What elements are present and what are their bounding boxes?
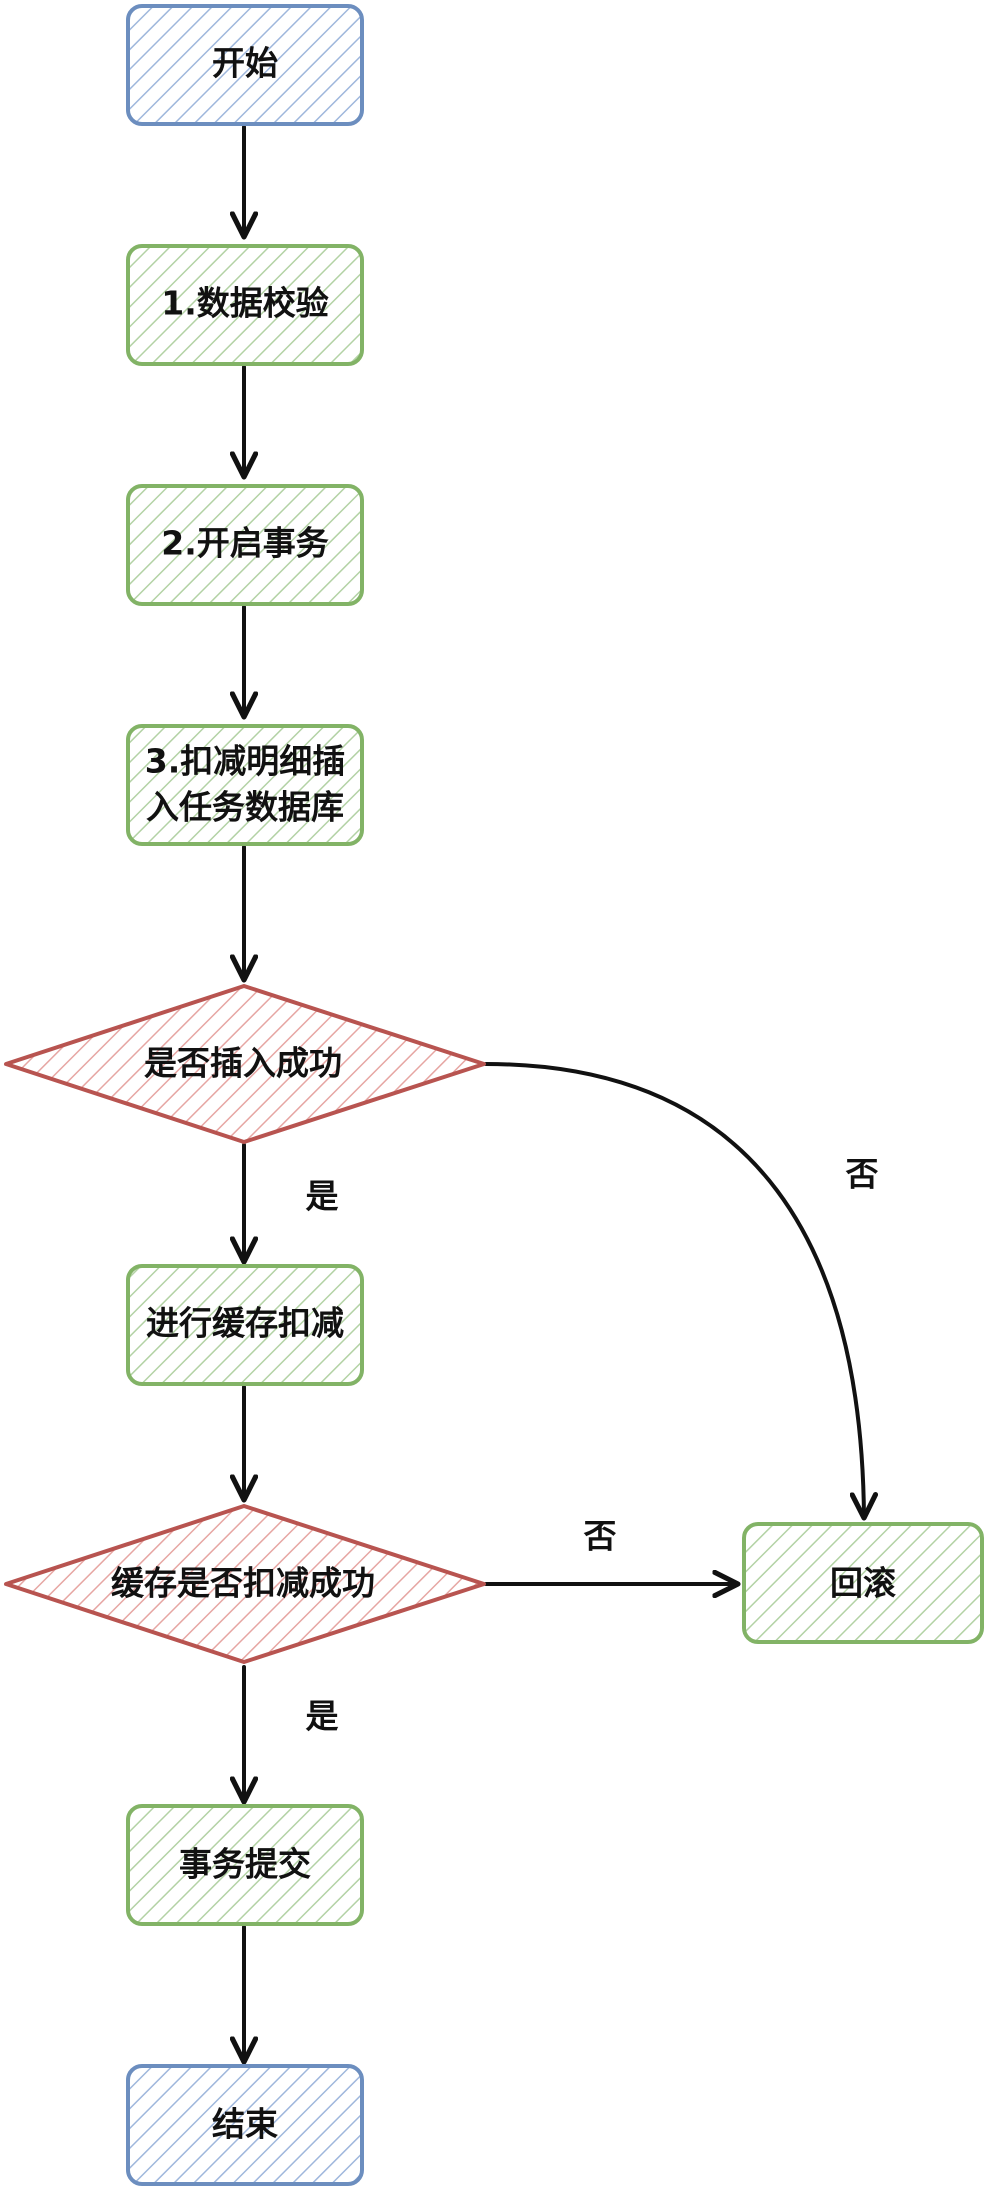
node-cache-ok-label: 缓存是否扣减成功 (111, 1564, 375, 1603)
node-begin-tx-label: 2.开启事务 (161, 524, 329, 563)
node-start[interactable]: 开始 (126, 4, 364, 126)
node-start-label: 开始 (212, 44, 278, 83)
node-cache-deduct-label: 进行缓存扣减 (146, 1304, 344, 1343)
node-validate[interactable]: 1.数据校验 (126, 244, 364, 366)
edge-label-cache-no: 否 (584, 1517, 617, 1556)
node-end-label: 结束 (212, 2105, 278, 2144)
edge-insert-no (484, 1062, 864, 1518)
node-commit-label: 事务提交 (179, 1845, 311, 1884)
node-end[interactable]: 结束 (126, 2064, 364, 2186)
edge-labels: 是 否 否 是 (306, 1155, 879, 1736)
edges (244, 125, 864, 2062)
node-rollback[interactable]: 回滚 (742, 1522, 984, 1644)
edge-label-insert-yes: 是 (306, 1177, 339, 1216)
node-begin-tx[interactable]: 2.开启事务 (126, 484, 364, 606)
node-insert-ok-label: 是否插入成功 (144, 1044, 342, 1083)
edge-label-cache-yes: 是 (306, 1697, 339, 1736)
nodes: 开始 1.数据校验 2.开启事务 3.扣减明细插 入任务数据库 是否插入成功 进… (4, 4, 984, 2186)
node-insert-label-line1: 3.扣减明细插 (145, 742, 346, 781)
node-validate-label: 1.数据校验 (161, 284, 329, 323)
node-cache-deduct[interactable]: 进行缓存扣减 (126, 1264, 364, 1386)
node-commit[interactable]: 事务提交 (126, 1804, 364, 1926)
node-insert[interactable]: 3.扣减明细插 入任务数据库 (126, 724, 364, 846)
node-rollback-label: 回滚 (830, 1564, 896, 1603)
node-cache-ok-decision[interactable]: 缓存是否扣减成功 (4, 1504, 486, 1664)
edge-label-insert-no: 否 (846, 1155, 879, 1194)
node-insert-label-line2: 入任务数据库 (146, 788, 344, 827)
node-insert-ok-decision[interactable]: 是否插入成功 (4, 984, 486, 1144)
